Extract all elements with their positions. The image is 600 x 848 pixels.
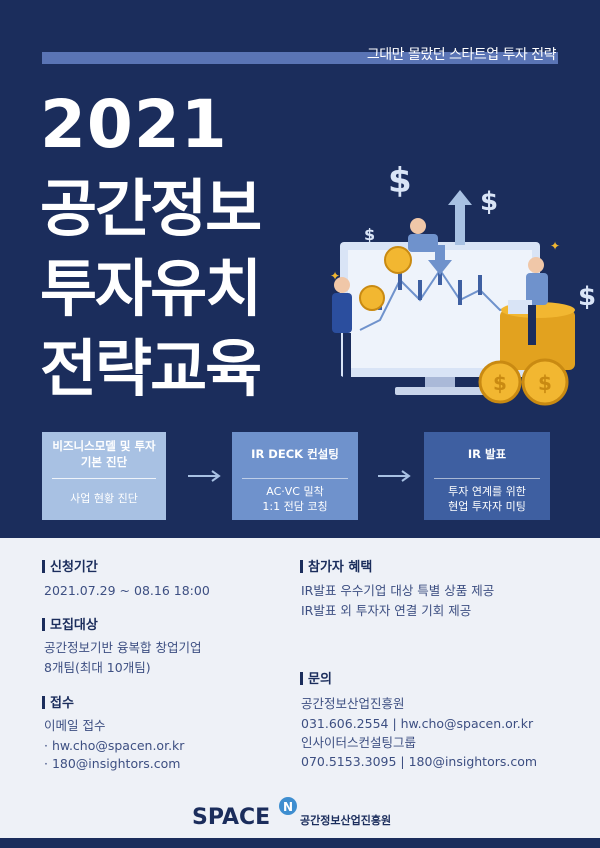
period-title: 신청기간 — [42, 556, 98, 575]
title-line-1: 공간정보 — [40, 172, 262, 245]
target-title: 모집대상 — [42, 614, 98, 633]
svg-text:N: N — [283, 800, 293, 814]
person-icon-3 — [508, 257, 548, 345]
svg-text:✦: ✦ — [550, 239, 560, 253]
process-step-1: 비즈니스모델 및 투자 기본 진단 사업 현황 진단 — [42, 432, 166, 520]
benefit-title: 참가자 혜택 — [300, 556, 372, 575]
period-value: 2021.07.29 ~ 08.16 18:00 — [44, 583, 210, 598]
step-3-title: IR 발표 — [467, 447, 507, 462]
step-1-body: 사업 현황 진단 — [70, 492, 138, 506]
dollar-icon: $ — [388, 161, 412, 201]
hero-panel: 그대만 몰랐던 스타트업 투자 전략 2021 공간정보 투자유치 전략교육 — [0, 0, 600, 538]
contact-line-2: 031.606.2554 | hw.cho@spacen.or.kr — [301, 716, 534, 731]
down-arrow-icon — [428, 245, 452, 275]
tagline-bar — [42, 52, 558, 64]
person-icon-2 — [408, 218, 438, 252]
apply-line-1: 이메일 접수 — [44, 718, 106, 733]
apply-title: 접수 — [42, 692, 74, 711]
coin-icon-2 — [359, 285, 385, 311]
dollar-icon-4: $ — [578, 282, 596, 312]
arrow-right-icon — [188, 470, 221, 482]
spacen-logo: SPACE N — [192, 797, 297, 830]
apply-email-2: · 180@insightors.com — [44, 756, 181, 771]
dollar-icon-3: $ — [364, 225, 375, 244]
arrow-right-icon-2 — [378, 470, 411, 482]
investment-illustration: $ $ $ $ ✦ ✦ ✦ $ $ — [330, 161, 596, 406]
svg-text:✦: ✦ — [330, 269, 340, 283]
process-step-3: IR 발표 투자 연계를 위한 현업 투자자 미팅 — [424, 432, 550, 520]
divider — [242, 478, 348, 479]
benefit-line-1: IR발표 우수기업 대상 특별 상품 제공 — [301, 583, 495, 598]
contact-line-4: 070.5153.3095 | 180@insightors.com — [301, 754, 538, 769]
tagline: 그대만 몰랐던 스타트업 투자 전략 — [366, 47, 557, 63]
contact-title: 문의 — [300, 668, 332, 687]
coin-icon — [384, 246, 412, 274]
svg-text:SPACE: SPACE — [192, 805, 270, 830]
dollar-icon-2: $ — [480, 187, 498, 217]
target-line-2: 8개팀(최대 10개팀) — [44, 660, 151, 675]
title-line-3: 전략교육 — [40, 332, 262, 405]
up-arrow-icon — [448, 190, 472, 245]
person-icon — [332, 277, 352, 388]
target-line-1: 공간정보기반 융복합 창업기업 — [44, 640, 202, 655]
footer-band — [0, 838, 600, 848]
step-1-title: 비즈니스모델 및 투자 기본 진단 — [52, 439, 156, 469]
benefit-line-2: IR발표 외 투자자 연결 기회 제공 — [301, 603, 472, 618]
divider — [52, 478, 156, 479]
contact-line-1: 공간정보산업진흥원 — [301, 696, 405, 711]
page-title: 2021 공간정보 투자유치 전략교육 — [40, 86, 262, 418]
step-2-body: AC·VC 밀착 1:1 전담 코칭 — [262, 484, 328, 513]
title-year: 2021 — [40, 86, 228, 163]
step-2-title: IR DECK 컨설팅 — [251, 447, 339, 462]
process-step-2: IR DECK 컨설팅 AC·VC 밀착 1:1 전담 코칭 — [232, 432, 358, 520]
title-line-2: 투자유치 — [40, 252, 262, 325]
apply-email-1: · hw.cho@spacen.or.kr — [44, 738, 185, 753]
contact-line-3: 인사이터스컨설팅그룹 — [301, 735, 417, 750]
divider — [434, 478, 540, 479]
svg-text:$: $ — [538, 371, 552, 395]
step-3-body: 투자 연계를 위한 현업 투자자 미팅 — [448, 484, 526, 513]
footer-org-name: 공간정보산업진흥원 — [300, 814, 392, 827]
svg-text:$: $ — [493, 371, 507, 395]
